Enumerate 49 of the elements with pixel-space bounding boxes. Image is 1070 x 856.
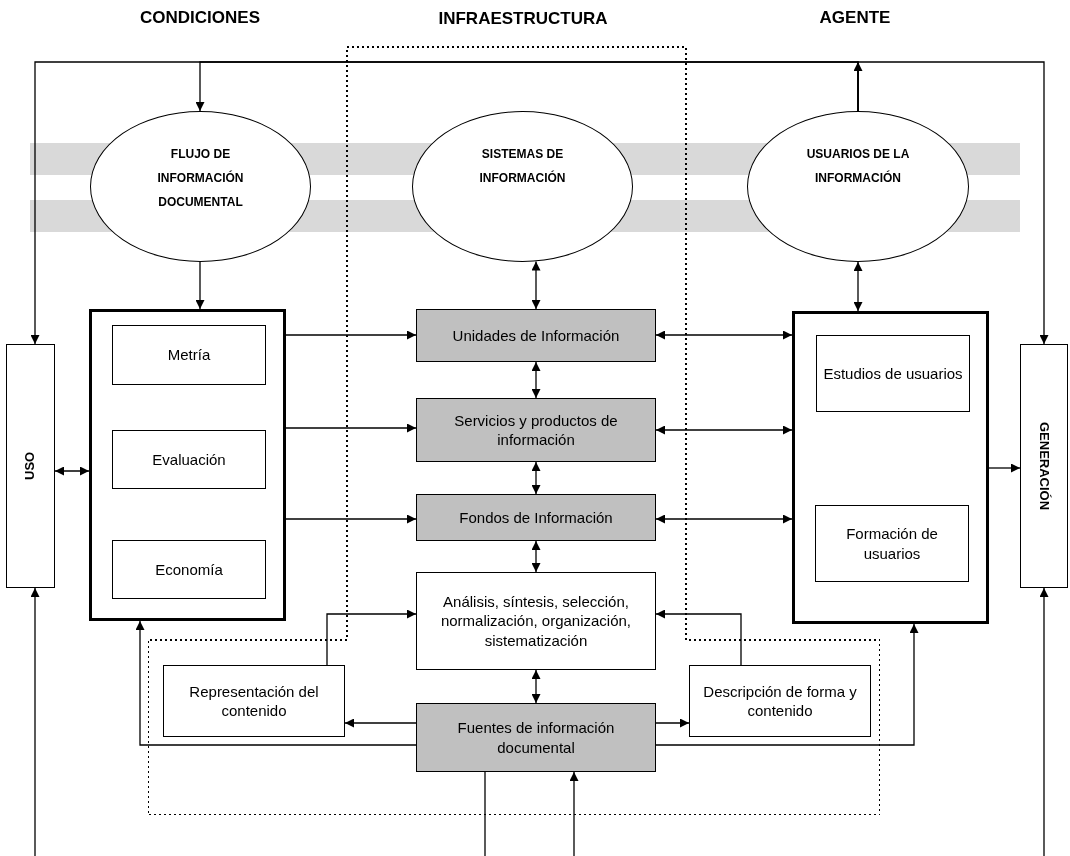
- arrow: [655, 330, 793, 340]
- arrow: [531, 260, 541, 310]
- arrow: [853, 261, 863, 312]
- arrow: [531, 669, 541, 704]
- vertical-box: GENERACIÓN: [1020, 344, 1068, 588]
- group-frame: [792, 311, 989, 624]
- arrow: [285, 514, 417, 524]
- vertical-box: USO: [6, 344, 55, 588]
- column-heading: INFRAESTRUCTURA: [437, 8, 609, 30]
- process-box: Servicios y productos de información: [416, 398, 656, 462]
- ellipse-node: SISTEMAS DE INFORMACIÓN: [412, 111, 633, 262]
- process-box: Estudios de usuarios: [816, 335, 970, 412]
- process-box: Economía: [112, 540, 266, 599]
- ellipse-node: USUARIOS DE LA INFORMACIÓN: [747, 111, 969, 262]
- process-box: Formación de usuarios: [815, 505, 969, 582]
- arrow: [655, 718, 690, 728]
- arrow: [30, 587, 40, 856]
- arrow: [655, 514, 793, 524]
- arrow: [30, 61, 859, 345]
- connector-line: [484, 771, 486, 856]
- arrow: [655, 609, 742, 666]
- ellipse-node: FLUJO DE INFORMACIÓN DOCUMENTAL: [90, 111, 311, 262]
- arrow: [569, 771, 579, 856]
- process-box: Evaluación: [112, 430, 266, 489]
- arrow: [285, 330, 417, 340]
- process-box: Análisis, síntesis, selección, normalización, organización, sistematización: [416, 572, 656, 670]
- arrow: [857, 61, 1049, 345]
- arrow: [195, 261, 205, 310]
- arrow: [655, 623, 919, 746]
- group-frame: [89, 309, 286, 621]
- process-box: Fuentes de información documental: [416, 703, 656, 772]
- column-heading: AGENTE: [818, 8, 892, 28]
- process-box: Descripción de forma y contenido: [689, 665, 871, 737]
- process-box: Metría: [112, 325, 266, 385]
- arrow: [285, 423, 417, 433]
- arrow: [531, 461, 541, 495]
- arrow: [988, 463, 1021, 473]
- process-box: Fondos de Información: [416, 494, 656, 541]
- arrow: [1039, 587, 1049, 856]
- arrow: [344, 718, 417, 728]
- arrow: [326, 609, 417, 666]
- arrow: [54, 466, 90, 476]
- arrow: [531, 361, 541, 399]
- column-heading: CONDICIONES: [139, 8, 261, 28]
- arrow: [135, 620, 417, 746]
- arrow: [531, 540, 541, 573]
- process-box: Representación del contenido: [163, 665, 345, 737]
- arrow: [655, 425, 793, 435]
- process-box: Unidades de Información: [416, 309, 656, 362]
